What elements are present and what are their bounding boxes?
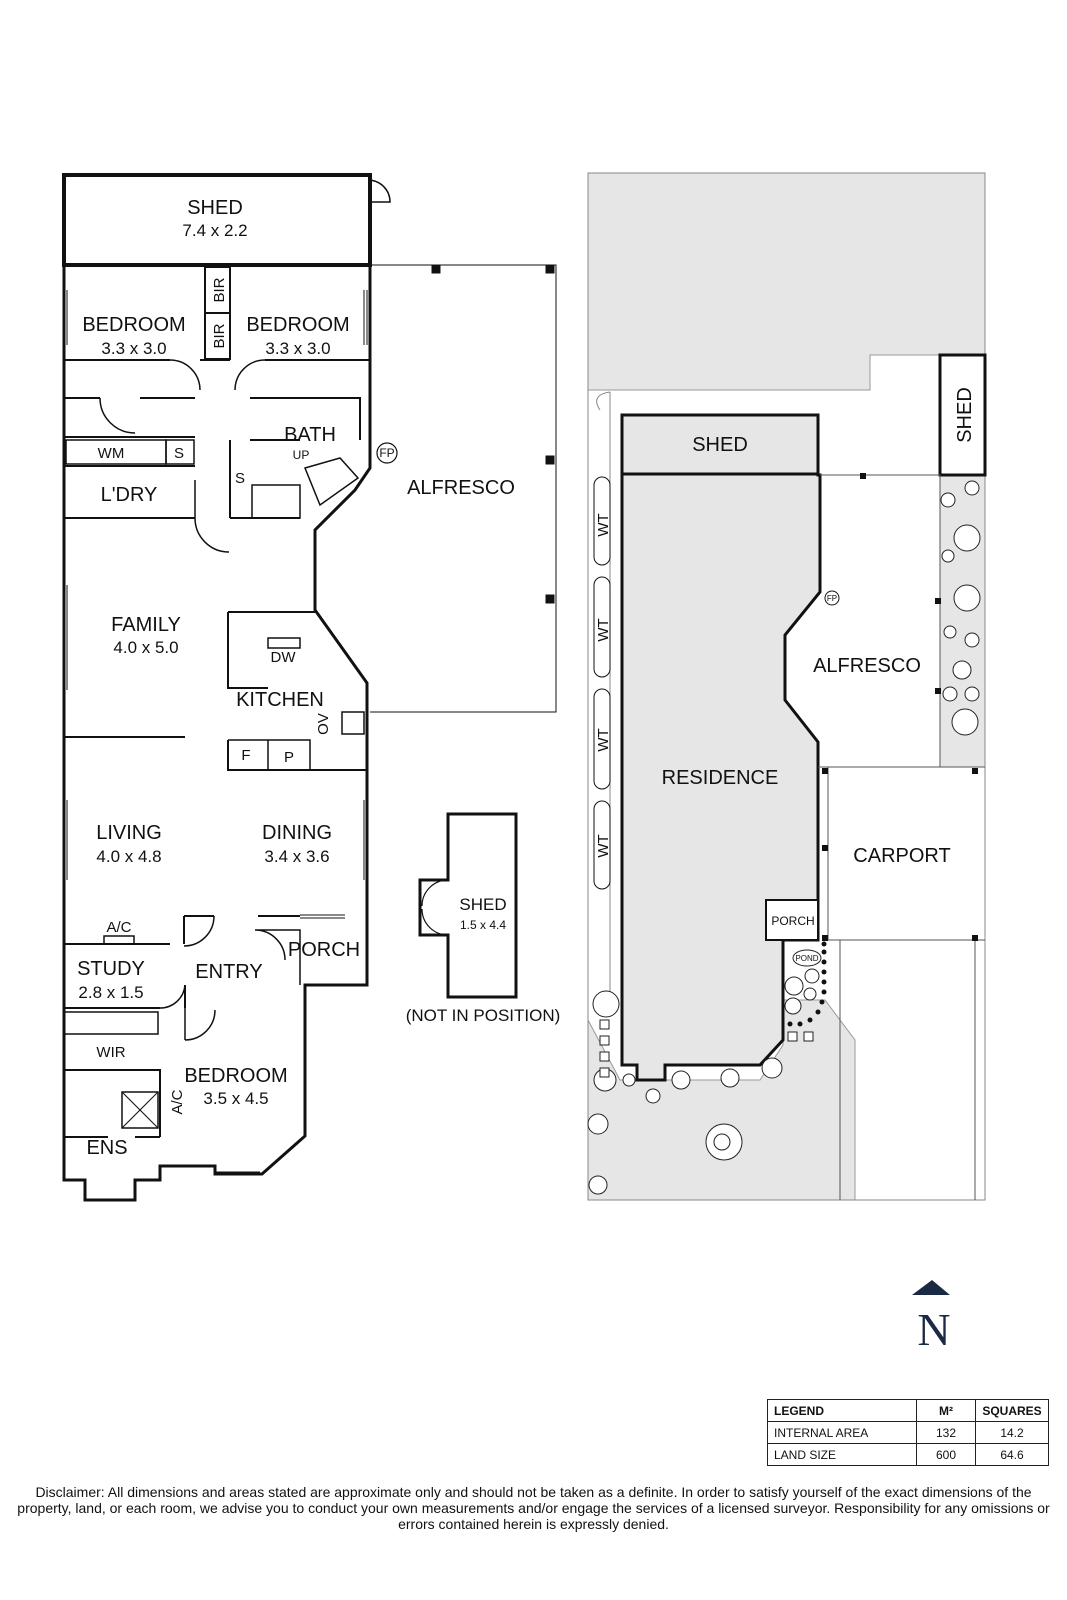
disclaimer-text: Disclaimer: All dimensions and areas sta… <box>17 1484 1050 1532</box>
room-label-porch: PORCH <box>288 939 360 961</box>
room-label-entry: ENTRY <box>195 961 262 983</box>
north-compass: N <box>912 1280 951 1355</box>
legend-header-row: LEGEND M² SQUARES <box>767 1399 1049 1422</box>
room-size-bedroom-main: 3.5 x 4.5 <box>203 1089 268 1108</box>
legend-row-land-size: LAND SIZE 600 64.6 <box>767 1443 1049 1466</box>
room-label-shed-small: SHED <box>459 895 506 914</box>
site-plan <box>587 172 987 1201</box>
room-label-shed: SHED <box>187 197 243 219</box>
pantry-label: P <box>284 749 294 766</box>
water-tank-label-4: WT <box>595 834 612 857</box>
site-plan-labels: SHED SHED ALFRESCO RESIDENCE CARPORT POR… <box>595 387 976 963</box>
laundry-shelf-label: S <box>174 445 184 462</box>
water-tank-label-2: WT <box>595 618 612 641</box>
oven-label: OV <box>315 713 332 735</box>
washing-machine-label: WM <box>98 445 125 462</box>
area-legend-table: LEGEND M² SQUARES INTERNAL AREA 132 14.2… <box>767 1399 1049 1466</box>
room-size-dining: 3.4 x 3.6 <box>264 847 329 866</box>
room-label-dining: DINING <box>262 822 332 844</box>
floor-plan-labels: SHED 7.4 x 2.2 BEDROOM 3.3 x 3.0 BEDROOM… <box>77 197 560 1159</box>
aircon-label-study: A/C <box>106 919 131 936</box>
not-in-position-note: (NOT IN POSITION) <box>406 1006 561 1025</box>
site-label-carport: CARPORT <box>853 845 950 867</box>
legend-row-m2: 600 <box>916 1443 976 1466</box>
legend-row-squares: 64.6 <box>975 1443 1049 1466</box>
room-label-kitchen: KITCHEN <box>236 689 324 711</box>
site-label-shed-side: SHED <box>954 387 976 443</box>
legend-row-label: INTERNAL AREA <box>767 1421 917 1444</box>
bir-label-top: BIR <box>211 277 228 302</box>
room-size-bedroom-ne: 3.3 x 3.0 <box>265 339 330 358</box>
room-label-bedroom-ne: BEDROOM <box>246 314 349 336</box>
room-size-bedroom-nw: 3.3 x 3.0 <box>101 339 166 358</box>
north-arrow-icon <box>912 1280 950 1295</box>
fridge-label: F <box>241 747 250 764</box>
site-label-residence: RESIDENCE <box>662 767 779 789</box>
room-label-bedroom-nw: BEDROOM <box>82 314 185 336</box>
site-label-porch: PORCH <box>771 914 814 928</box>
bath-up-label: UP <box>293 448 310 462</box>
room-label-laundry: L'DRY <box>101 484 158 506</box>
legend-header-label: LEGEND <box>767 1399 917 1422</box>
legend-row-squares: 14.2 <box>975 1421 1049 1444</box>
room-size-living: 4.0 x 4.8 <box>96 847 161 866</box>
room-label-family: FAMILY <box>111 614 181 636</box>
site-label-alfresco: ALFRESCO <box>813 655 921 677</box>
north-label: N <box>917 1304 950 1355</box>
room-size-study: 2.8 x 1.5 <box>78 983 143 1002</box>
site-label-fireplace: FP <box>827 594 837 603</box>
water-tank-label-1: WT <box>595 513 612 536</box>
room-label-study: STUDY <box>77 958 145 980</box>
floor-plan <box>62 173 557 1202</box>
aircon-label-bedroom: A/C <box>169 1089 186 1114</box>
legend-header-squares: SQUARES <box>975 1399 1049 1422</box>
room-label-living: LIVING <box>96 822 162 844</box>
room-label-ensuite: ENS <box>86 1137 127 1159</box>
room-size-shed: 7.4 x 2.2 <box>182 221 247 240</box>
room-label-wir: WIR <box>96 1044 125 1061</box>
room-label-bedroom-main: BEDROOM <box>184 1065 287 1087</box>
dishwasher-label: DW <box>271 649 297 666</box>
legend-row-label: LAND SIZE <box>767 1443 917 1466</box>
legend-row-m2: 132 <box>916 1421 976 1444</box>
fireplace-label: FP <box>379 446 394 460</box>
room-size-shed-small: 1.5 x 4.4 <box>460 918 506 932</box>
legend-header-m2: M² <box>916 1399 976 1422</box>
bath-shelf-label: S <box>235 470 245 487</box>
legend-row-internal-area: INTERNAL AREA 132 14.2 <box>767 1421 1049 1444</box>
room-size-family: 4.0 x 5.0 <box>113 638 178 657</box>
site-label-pond: POND <box>795 954 818 963</box>
room-label-bath: BATH <box>284 424 336 446</box>
water-tank-label-3: WT <box>595 728 612 751</box>
bir-label-bottom: BIR <box>211 323 228 348</box>
site-label-shed: SHED <box>692 434 748 456</box>
room-label-alfresco: ALFRESCO <box>407 477 515 499</box>
